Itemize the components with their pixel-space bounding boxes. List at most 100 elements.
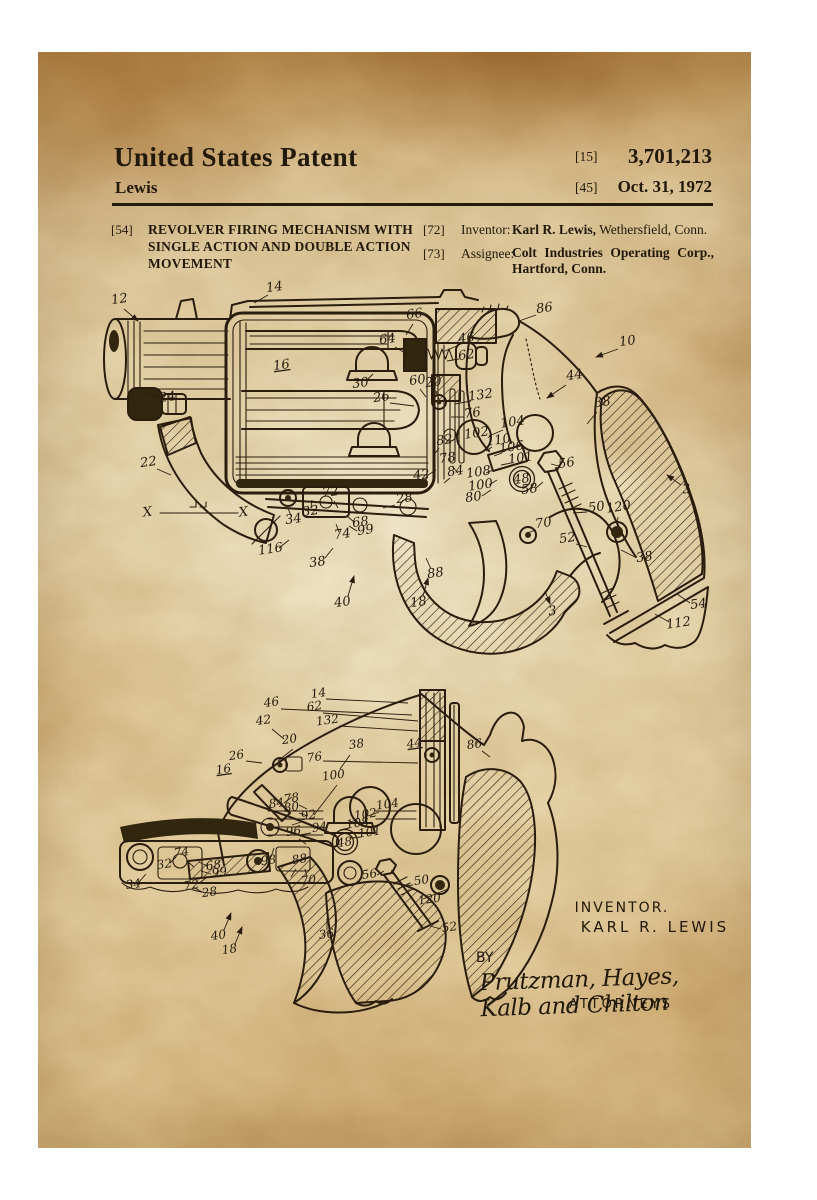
assignee-label: Assignee:: [461, 246, 515, 261]
ref-label-42: 42: [411, 467, 430, 484]
ref-label-16: 16: [272, 357, 290, 374]
ref-label-88: 88: [291, 851, 308, 867]
ref-label-44: 44: [564, 367, 583, 384]
ref-label-32: 32: [301, 503, 319, 520]
ref-label-44: 44: [405, 735, 423, 751]
ref-label-60: 60: [408, 372, 426, 389]
ref-label-70: 70: [300, 872, 317, 888]
ref-label-86: 86: [466, 736, 483, 752]
ref-label-99: 99: [356, 522, 374, 539]
patent-office-title: United States Patent: [114, 142, 358, 172]
ref-label-92: 92: [300, 807, 317, 823]
ref-label-72: 72: [183, 877, 200, 893]
ref-label-18: 18: [221, 941, 238, 957]
ref-label-84: 84: [268, 795, 285, 811]
ref-label-62: 62: [306, 698, 323, 714]
ref-label-3: 3: [547, 604, 557, 620]
ref-label-100: 100: [467, 476, 494, 494]
figure1-revolver-section-drawing: 1214668664466210163060202426441327638821…: [103, 279, 709, 655]
ref-label-76: 76: [306, 749, 323, 765]
ref-label-62: 62: [457, 347, 475, 364]
ref-label-101: 101: [357, 824, 382, 841]
ref-label-30: 30: [351, 375, 369, 392]
ref-label-26: 26: [371, 389, 390, 406]
by-label: BY: [476, 950, 494, 966]
inventor-name: Karl R. Lewis,: [512, 222, 596, 237]
ref-label-52: 52: [558, 530, 576, 547]
assignee-value: Colt Industries Operating Corp., Hartfor…: [512, 245, 714, 276]
ref-label-66: 66: [405, 306, 423, 323]
attorneys-caption: ATTORNEYS: [569, 997, 673, 1012]
assignee-bracket-tag: [73]: [423, 246, 445, 261]
ref-label-48: 48: [335, 834, 353, 850]
ref-label-80: 80: [283, 799, 300, 815]
ref-label-80: 80: [464, 489, 482, 506]
ref-label-34: 34: [125, 876, 142, 892]
ref-label-38: 38: [635, 549, 653, 566]
ref-label-132: 132: [315, 712, 340, 729]
ref-label-84: 84: [446, 463, 464, 480]
ref-label-102: 102: [353, 806, 378, 823]
parchment-poster: United States Patent Lewis [15] 3,701,21…: [38, 52, 751, 1148]
ref-label-82: 82: [435, 432, 453, 449]
patent-number: 3,701,213: [628, 144, 712, 168]
header-rule: [112, 203, 713, 206]
inventor-surname: Lewis: [115, 178, 158, 197]
inventor-bracket-tag: [72]: [423, 222, 445, 237]
ref-label-94: 94: [311, 819, 328, 835]
ref-label-56: 56: [557, 455, 575, 472]
ref-label-68: 68: [351, 514, 369, 531]
ref-label-36: 36: [318, 926, 335, 942]
figure2-art: [119, 689, 559, 1014]
patent-date: Oct. 31, 1972: [617, 177, 712, 196]
ref-label-74: 74: [173, 844, 190, 860]
ref-label-78: 78: [438, 450, 456, 467]
ref-label-34: 34: [284, 511, 302, 528]
ref-label-110: 110: [485, 431, 512, 449]
ref-label-132: 132: [467, 386, 494, 404]
ref-label-14: 14: [265, 279, 283, 296]
ref-label-26: 26: [227, 747, 245, 763]
ref-label-56: 56: [361, 866, 378, 882]
ref-label-18: 18: [409, 594, 427, 611]
ref-label-120: 120: [605, 498, 632, 516]
ref-label-32: 32: [156, 856, 173, 872]
ref-label-72: 72: [321, 484, 339, 501]
ref-label-12: 12: [110, 291, 128, 308]
number-bracket-tag: [15]: [575, 149, 598, 164]
ref-label-70: 70: [534, 515, 552, 532]
ref-label-108: 108: [345, 814, 370, 831]
ref-label-104: 104: [499, 413, 526, 431]
inventor-value: Karl R. Lewis, Wethersfield, Conn.: [512, 222, 712, 238]
ref-label-54: 54: [689, 596, 707, 613]
ref-label-28: 28: [394, 490, 413, 507]
ref-label-106: 106: [498, 438, 525, 456]
ref-label-40: 40: [209, 927, 227, 943]
ref-label-88: 88: [426, 565, 444, 582]
ref-label-78: 78: [283, 790, 300, 806]
ref-label-10: 10: [618, 333, 636, 350]
inventor-location: Wethersfield, Conn.: [596, 222, 708, 237]
ref-label-14: 14: [310, 685, 327, 701]
figure1-art: [103, 289, 709, 655]
ref-label-108: 108: [465, 463, 492, 481]
invention-title: REVOLVER FIRING MECHANISM WITH SINGLE AC…: [148, 222, 413, 271]
ref-label-96: 96: [285, 823, 302, 839]
ref-label-120: 120: [417, 890, 442, 907]
date-bracket-tag: [45]: [575, 180, 598, 195]
ref-label-102: 102: [463, 424, 490, 442]
ref-label-3: 3: [681, 482, 691, 498]
ref-label-116: 116: [257, 540, 284, 558]
signature-line: BYPrutzman, Hayes, Kalb and Chilton: [476, 950, 726, 1022]
ref-label-64: 64: [378, 331, 396, 348]
ref-label-46: 46: [456, 330, 475, 347]
ref-label-100: 100: [321, 766, 346, 783]
ref-label-98: 98: [260, 852, 277, 868]
ref-label-38: 38: [593, 394, 611, 411]
attorney-signature: Prutzman, Hayes, Kalb and Chilton: [479, 963, 680, 1023]
ref-label-99: 99: [211, 864, 228, 880]
ref-label-76: 76: [463, 405, 481, 422]
